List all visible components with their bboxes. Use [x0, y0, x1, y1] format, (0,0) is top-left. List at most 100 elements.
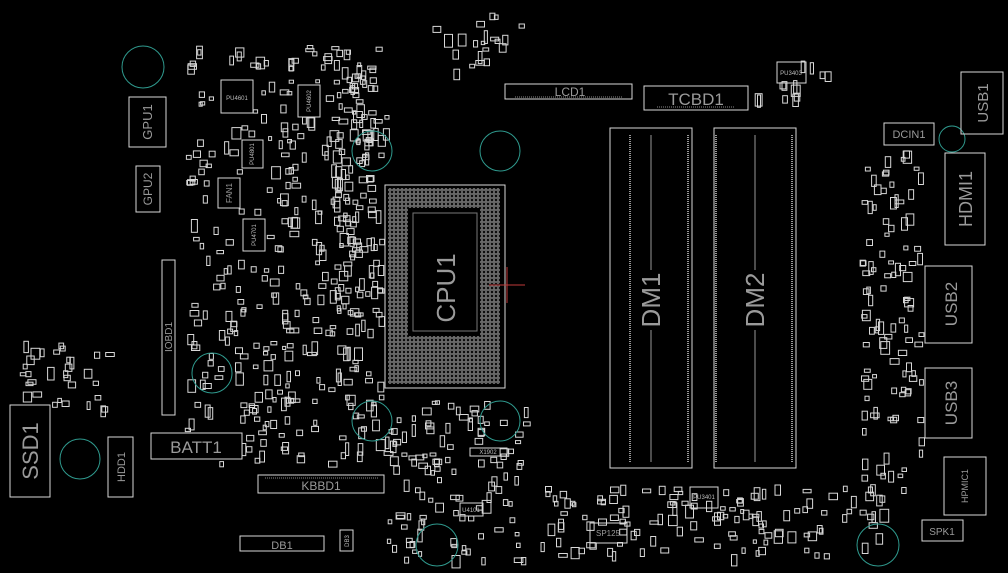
- passive-component[interactable]: [500, 453, 507, 460]
- passive-component[interactable]: [598, 518, 607, 526]
- passive-component[interactable]: [350, 254, 356, 261]
- passive-component[interactable]: [235, 347, 243, 355]
- passive-component[interactable]: [792, 93, 799, 107]
- component-dm1[interactable]: DM1: [609, 127, 693, 469]
- passive-component[interactable]: [189, 60, 197, 67]
- passive-component[interactable]: [63, 370, 69, 379]
- passive-component[interactable]: [881, 171, 890, 177]
- passive-component[interactable]: [517, 460, 524, 466]
- passive-component[interactable]: [451, 468, 457, 476]
- passive-component[interactable]: [270, 354, 276, 360]
- passive-component[interactable]: [323, 56, 333, 62]
- passive-component[interactable]: [286, 370, 291, 383]
- passive-component[interactable]: [355, 249, 363, 258]
- passive-component[interactable]: [618, 507, 625, 514]
- passive-component[interactable]: [657, 513, 663, 526]
- passive-component[interactable]: [609, 514, 619, 521]
- passive-component[interactable]: [261, 114, 267, 124]
- passive-component[interactable]: [821, 510, 828, 516]
- passive-component[interactable]: [230, 321, 238, 328]
- passive-component[interactable]: [315, 242, 323, 256]
- passive-component[interactable]: [306, 45, 314, 50]
- passive-component[interactable]: [731, 554, 738, 567]
- passive-component[interactable]: [906, 362, 912, 373]
- passive-component[interactable]: [728, 531, 736, 537]
- component-gpu2[interactable]: GPU2: [135, 165, 161, 213]
- passive-component[interactable]: [315, 210, 322, 225]
- passive-component[interactable]: [348, 402, 354, 411]
- passive-component[interactable]: [406, 513, 412, 521]
- passive-component[interactable]: [334, 287, 341, 301]
- passive-component[interactable]: [649, 520, 659, 525]
- passive-component[interactable]: [64, 363, 73, 372]
- passive-component[interactable]: [901, 217, 908, 231]
- passive-component[interactable]: [498, 43, 507, 53]
- passive-component[interactable]: [714, 512, 721, 526]
- passive-component[interactable]: [86, 401, 91, 411]
- passive-component[interactable]: [372, 307, 380, 313]
- passive-component[interactable]: [227, 265, 232, 275]
- passive-component[interactable]: [274, 374, 281, 386]
- passive-component[interactable]: [516, 542, 521, 549]
- passive-component[interactable]: [208, 96, 215, 101]
- passive-component[interactable]: [224, 336, 230, 346]
- passive-component[interactable]: [321, 144, 329, 156]
- passive-component[interactable]: [473, 40, 479, 48]
- passive-component[interactable]: [793, 92, 801, 102]
- passive-component[interactable]: [334, 216, 341, 226]
- passive-component[interactable]: [899, 392, 906, 398]
- passive-component[interactable]: [369, 198, 377, 204]
- component-hdd1[interactable]: HDD1: [107, 436, 134, 498]
- passive-component[interactable]: [516, 463, 523, 470]
- passive-component[interactable]: [296, 429, 304, 437]
- passive-component[interactable]: [278, 433, 285, 438]
- passive-component[interactable]: [432, 25, 442, 33]
- passive-component[interactable]: [890, 197, 897, 210]
- passive-component[interactable]: [325, 95, 335, 102]
- passive-component[interactable]: [861, 375, 870, 382]
- passive-component[interactable]: [367, 206, 376, 213]
- passive-component[interactable]: [437, 477, 442, 484]
- passive-component[interactable]: [809, 62, 814, 75]
- passive-component[interactable]: [367, 184, 377, 192]
- passive-component[interactable]: [334, 200, 341, 213]
- component-db3[interactable]: DB3: [339, 529, 354, 552]
- passive-component[interactable]: [884, 273, 892, 279]
- passive-component[interactable]: [908, 189, 915, 200]
- passive-component[interactable]: [292, 123, 299, 131]
- passive-component[interactable]: [263, 351, 269, 356]
- passive-component[interactable]: [880, 285, 887, 292]
- passive-component[interactable]: [193, 236, 200, 242]
- passive-component[interactable]: [240, 415, 246, 424]
- passive-component[interactable]: [356, 104, 365, 118]
- passive-component[interactable]: [263, 268, 270, 273]
- passive-component[interactable]: [358, 176, 369, 184]
- passive-component[interactable]: [570, 547, 580, 560]
- passive-component[interactable]: [634, 528, 641, 537]
- passive-component[interactable]: [901, 467, 907, 472]
- passive-component[interactable]: [422, 453, 428, 459]
- passive-component[interactable]: [806, 498, 814, 509]
- passive-component[interactable]: [347, 236, 357, 244]
- passive-component[interactable]: [518, 23, 525, 29]
- passive-component[interactable]: [189, 175, 196, 182]
- passive-component[interactable]: [202, 371, 209, 379]
- passive-component[interactable]: [366, 175, 375, 182]
- passive-component[interactable]: [312, 317, 320, 324]
- passive-component[interactable]: [284, 396, 291, 407]
- passive-component[interactable]: [862, 428, 867, 436]
- passive-component[interactable]: [365, 152, 370, 166]
- passive-component[interactable]: [282, 313, 289, 325]
- passive-component[interactable]: [333, 79, 340, 85]
- passive-component[interactable]: [642, 488, 652, 494]
- passive-component[interactable]: [474, 437, 484, 445]
- component-pu4601[interactable]: PU4601: [220, 79, 254, 114]
- passive-component[interactable]: [876, 464, 885, 476]
- passive-component[interactable]: [478, 459, 485, 468]
- passive-component[interactable]: [270, 341, 278, 346]
- passive-component[interactable]: [208, 150, 216, 158]
- passive-component[interactable]: [342, 303, 347, 310]
- passive-component[interactable]: [694, 537, 704, 543]
- passive-component[interactable]: [286, 91, 293, 96]
- passive-component[interactable]: [863, 378, 873, 390]
